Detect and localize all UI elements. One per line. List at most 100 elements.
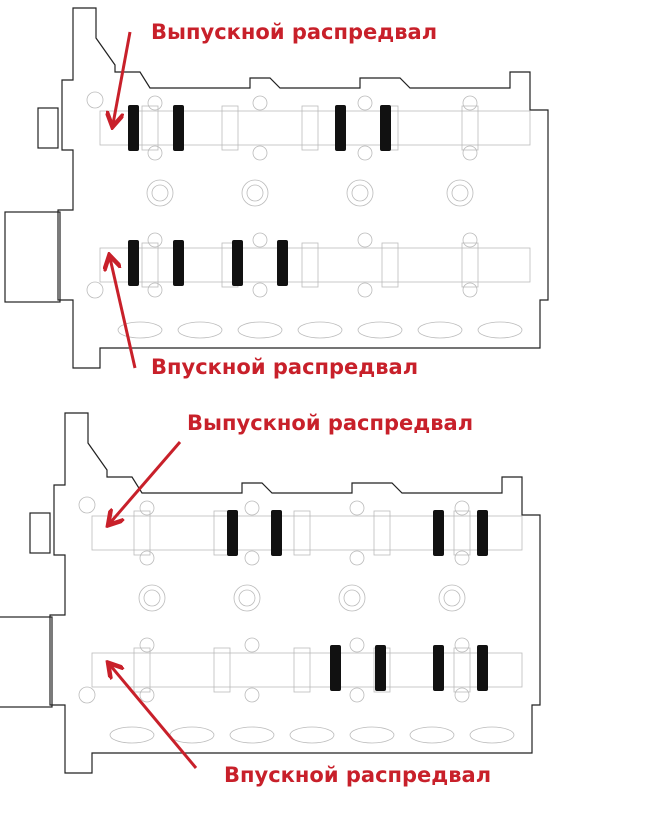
cam-lobe xyxy=(453,647,471,693)
cam-lobe xyxy=(461,242,479,288)
cam-lobe xyxy=(221,105,239,151)
spark-plug-bore-inner xyxy=(351,184,369,202)
bolt xyxy=(349,550,365,566)
bolt xyxy=(454,500,470,516)
cam-lobe xyxy=(301,242,319,288)
camshaft-exhaust xyxy=(99,110,531,146)
spark-plug-bore xyxy=(338,584,366,612)
spark-plug-bore xyxy=(138,584,166,612)
internal-details xyxy=(86,91,531,339)
spark-plug-bore xyxy=(241,179,269,207)
cam-lobe xyxy=(133,647,151,693)
bolt xyxy=(78,686,96,704)
cam-lobe xyxy=(373,510,391,556)
bolt xyxy=(244,637,260,653)
bolt xyxy=(139,687,155,703)
bolt xyxy=(252,282,268,298)
exhaust-lobe-mark xyxy=(477,510,488,556)
exhaust-lobe-mark xyxy=(173,105,184,151)
port xyxy=(237,321,283,339)
exhaust-lobe-mark xyxy=(227,510,238,556)
port xyxy=(229,726,275,744)
bolt xyxy=(462,145,478,161)
spark-plug-bore-inner xyxy=(151,184,169,202)
bolt xyxy=(357,282,373,298)
head-outline xyxy=(57,7,549,369)
cam-lobe xyxy=(141,105,159,151)
port xyxy=(417,321,463,339)
camshaft-intake xyxy=(99,247,531,283)
spark-plug-bore xyxy=(233,584,261,612)
bolt xyxy=(462,95,478,111)
bolt xyxy=(147,95,163,111)
spark-plug-bore xyxy=(146,179,174,207)
port xyxy=(169,726,215,744)
exhaust-sprocket-hub xyxy=(37,107,59,149)
bolt xyxy=(139,500,155,516)
spark-plug-bore-inner xyxy=(443,589,461,607)
bolt xyxy=(462,232,478,248)
exhaust-arrow-2 xyxy=(110,441,182,523)
bolt xyxy=(349,687,365,703)
intake-lobe-mark xyxy=(173,240,184,286)
camshaft-intake xyxy=(91,652,523,688)
bolt xyxy=(78,496,96,514)
port xyxy=(297,321,343,339)
bolt xyxy=(244,550,260,566)
bolt xyxy=(139,637,155,653)
intake-lobe-mark xyxy=(433,645,444,691)
exhaust-lobe-mark xyxy=(335,105,346,151)
cam-lobe xyxy=(213,647,231,693)
exhaust-lobe-mark xyxy=(128,105,139,151)
head-outline xyxy=(49,412,541,774)
bolt xyxy=(139,550,155,566)
cam-lobe xyxy=(381,242,399,288)
exhaust-lobe-mark xyxy=(433,510,444,556)
port xyxy=(289,726,335,744)
bolt xyxy=(244,500,260,516)
intake-lobe-mark xyxy=(277,240,288,286)
spark-plug-bore xyxy=(346,179,374,207)
intake-camshaft-label-2: Впускной распредвал xyxy=(224,763,492,787)
spark-plug-bore-inner xyxy=(246,184,264,202)
bolt xyxy=(252,95,268,111)
cylinder-head-2 xyxy=(0,412,541,774)
port xyxy=(469,726,515,744)
spark-plug-bore-inner xyxy=(238,589,256,607)
exhaust-sprocket-hub xyxy=(29,512,51,554)
port xyxy=(357,321,403,339)
cam-lobe xyxy=(301,105,319,151)
bolt xyxy=(357,95,373,111)
intake-lobe-mark xyxy=(477,645,488,691)
bolt xyxy=(147,282,163,298)
bolt xyxy=(147,145,163,161)
spark-plug-bore xyxy=(446,179,474,207)
intake-lobe-mark xyxy=(375,645,386,691)
cylinder-head-1 xyxy=(4,7,549,369)
camshaft-exhaust xyxy=(91,515,523,551)
bolt xyxy=(86,281,104,299)
bolt xyxy=(357,145,373,161)
exhaust-lobe-mark xyxy=(380,105,391,151)
intake-camshaft-label-1: Впускной распредвал xyxy=(151,355,419,379)
port xyxy=(117,321,163,339)
exhaust-camshaft-label-1: Выпускной распредвал xyxy=(151,20,438,44)
spark-plug-bore-inner xyxy=(343,589,361,607)
intake-lobe-mark xyxy=(330,645,341,691)
port xyxy=(109,726,155,744)
cam-lobe xyxy=(293,510,311,556)
intake-lobe-mark xyxy=(128,240,139,286)
cam-phaser xyxy=(0,616,53,708)
bolt xyxy=(349,500,365,516)
bolt xyxy=(147,232,163,248)
bolt xyxy=(357,232,373,248)
port xyxy=(349,726,395,744)
intake-arrow-2 xyxy=(110,665,198,769)
bolt xyxy=(454,637,470,653)
cam-lobe xyxy=(293,647,311,693)
bolt xyxy=(454,687,470,703)
port xyxy=(477,321,523,339)
port xyxy=(177,321,223,339)
cam-lobe xyxy=(453,510,471,556)
